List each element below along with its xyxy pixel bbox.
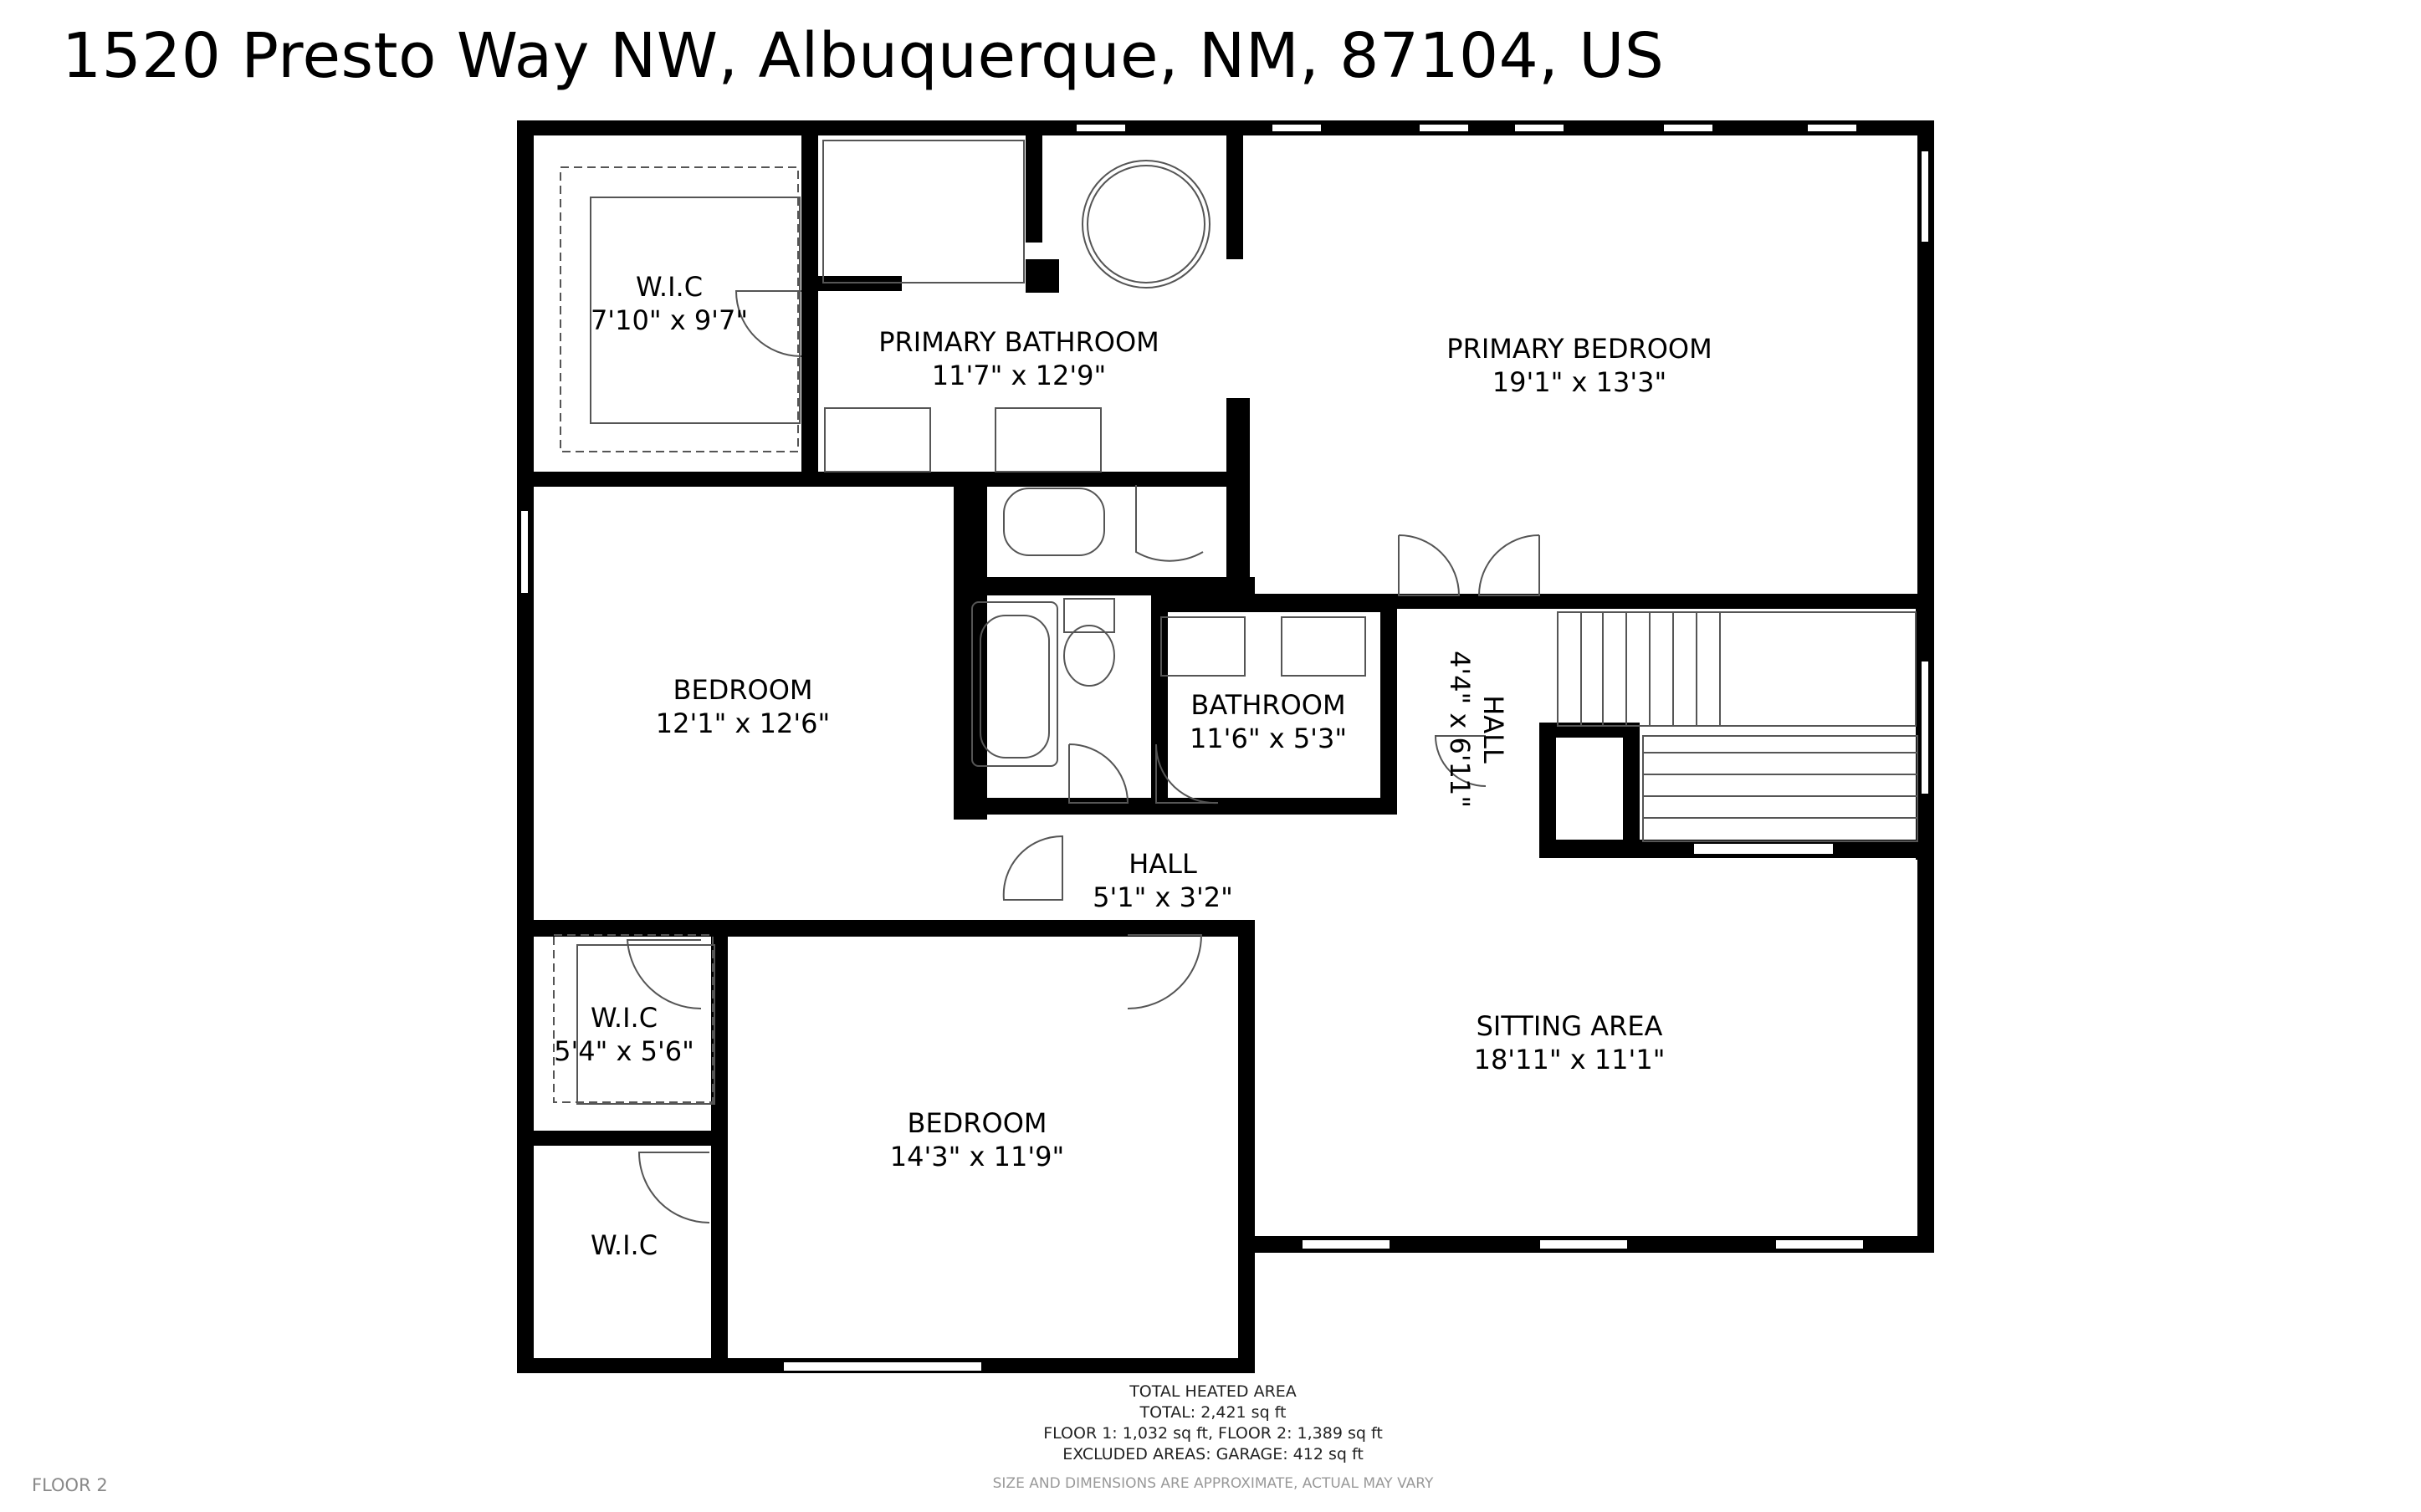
disclaimer: SIZE AND DIMENSIONS ARE APPROXIMATE, ACT… (992, 1475, 1434, 1492)
hall-dims: 5'1" x 3'2" (1093, 881, 1233, 913)
hall-vertical-name: HALL (1477, 695, 1509, 764)
fixtures (553, 140, 1918, 1105)
bedroom-left-dims: 12'1" x 12'6" (656, 707, 830, 739)
floor-label: FLOOR 2 (32, 1475, 108, 1495)
stair-treads (1580, 612, 1917, 819)
footer-excluded: EXCLUDED AREAS: GARAGE: 412 sq ft (1062, 1445, 1364, 1463)
bedroom-left-name: BEDROOM (673, 674, 812, 706)
primary-bath-name: PRIMARY BATHROOM (878, 326, 1159, 358)
wic-bottom-name: W.I.C (591, 1229, 658, 1261)
hall-name: HALL (1129, 848, 1197, 880)
wic-top-dims: 7'10" x 9'7" (591, 304, 748, 336)
room-labels: W.I.C 7'10" x 9'7" PRIMARY BATHROOM 11'7… (554, 271, 1712, 1261)
footer-heading: TOTAL HEATED AREA (1129, 1382, 1297, 1401)
wic-mid-dims: 5'4" x 5'6" (554, 1035, 694, 1067)
bedroom-bottom-dims: 14'3" x 11'9" (890, 1141, 1064, 1172)
primary-bath-dims: 11'7" x 12'9" (932, 360, 1106, 391)
sitting-dims: 18'11" x 11'1" (1474, 1044, 1666, 1075)
wic-mid-name: W.I.C (591, 1002, 658, 1034)
windows (520, 123, 1930, 1372)
door-swings (626, 290, 1540, 1223)
primary-bed-name: PRIMARY BEDROOM (1446, 333, 1712, 365)
wall-outlines (517, 120, 1934, 1373)
footer-floors: FLOOR 1: 1,032 sq ft, FLOOR 2: 1,389 sq … (1043, 1424, 1383, 1443)
wic-top-name: W.I.C (636, 271, 703, 303)
hall-vertical-dims: 4'4" x 6'11" (1444, 651, 1476, 808)
bathroom-name: BATHROOM (1190, 689, 1345, 721)
footer-total: TOTAL: 2,421 sq ft (1139, 1403, 1287, 1422)
address-title: 1520 Presto Way NW, Albuquerque, NM, 871… (62, 20, 1665, 92)
bedroom-bottom-name: BEDROOM (907, 1107, 1047, 1139)
primary-bed-dims: 19'1" x 13'3" (1492, 366, 1666, 398)
sitting-name: SITTING AREA (1477, 1010, 1663, 1042)
bathroom-dims: 11'6" x 5'3" (1190, 723, 1347, 754)
